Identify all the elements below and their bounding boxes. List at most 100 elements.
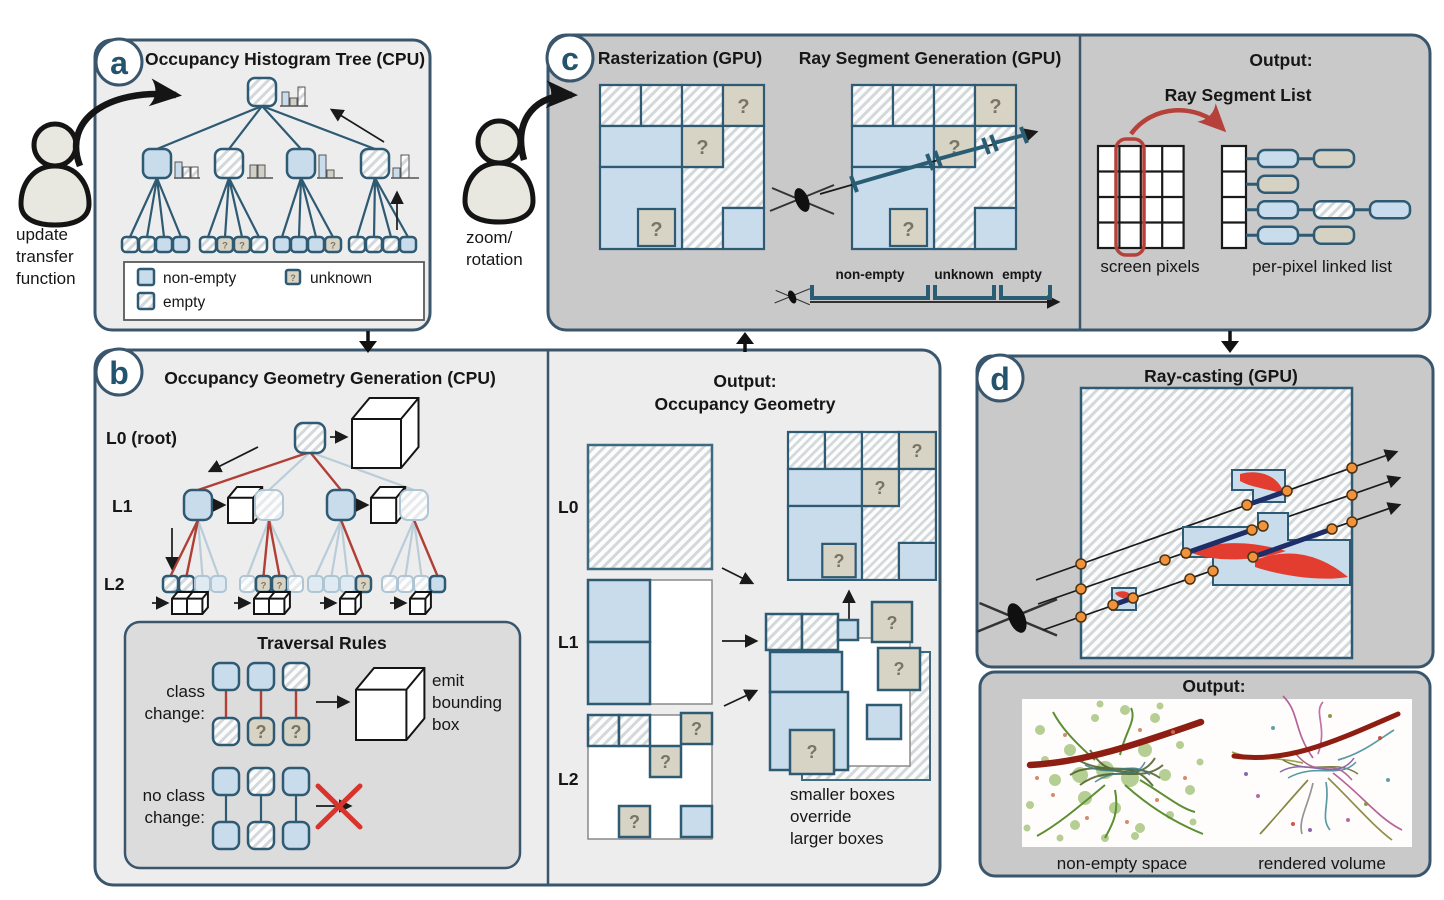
level-l0-label: L0 (root): [106, 428, 177, 448]
level-l2-label: L2: [104, 574, 125, 594]
screen-pixels-grid: [1096, 137, 1185, 257]
unknown-mark: ?: [239, 241, 245, 252]
emit-cube: [355, 667, 426, 741]
panel-a-box: [93, 38, 432, 332]
unknown-mark: ?: [912, 441, 923, 461]
person-a-caption-1: update: [16, 225, 68, 244]
legend-label-non-empty: non-empty: [163, 270, 236, 287]
out-l2-label: L2: [558, 769, 579, 789]
output-geom-title-2: Occupancy Geometry: [655, 394, 836, 414]
traversal-rules: Traversal Rules class change: ? ? emit b…: [123, 620, 522, 870]
unknown-mark: ?: [989, 96, 1001, 118]
output-c-title: Output:: [1249, 50, 1312, 70]
l1-node: [399, 489, 429, 521]
histogram-tree: ? ? ?: [120, 76, 419, 254]
panel-d-badge: [975, 353, 1025, 403]
sample-points: [1075, 462, 1358, 623]
unknown-mark: ?: [277, 581, 283, 592]
unknown-mark: ?: [887, 613, 898, 633]
raster-title: Rasterization (GPU): [598, 48, 762, 68]
bracket-non-empty: [810, 285, 930, 300]
unknown-mark: ?: [691, 719, 702, 739]
l1-node: [325, 488, 357, 522]
l1-node: [182, 488, 214, 522]
panel-a-title: Occupancy Histogram Tree (CPU): [145, 49, 425, 69]
arrow-geom-to-c: [736, 332, 754, 344]
arrow-a-to-b: [359, 341, 377, 353]
no-class-change-label-1: no class: [143, 786, 205, 805]
child-histograms: [174, 154, 419, 179]
panel-b-title: Occupancy Geometry Generation (CPU): [164, 368, 496, 388]
panel-d-badge-letter: d: [990, 361, 1010, 397]
unknown-mark: ?: [261, 581, 267, 592]
note-line-1: smaller boxes: [790, 785, 895, 804]
panel-b-badge-letter: b: [109, 355, 129, 391]
user-update-tf: update transfer function: [16, 78, 182, 288]
stacked-boxes: ? ? ?: [764, 600, 931, 781]
panel-d: d Ray-casting (GPU) Output:: [975, 353, 1435, 878]
arrow-c-to-d: [1221, 341, 1239, 353]
unknown-mark: ?: [875, 478, 886, 498]
axis-label-non-empty: non-empty: [836, 267, 905, 282]
root-histogram: [280, 86, 308, 107]
zoom-arrow: [517, 80, 578, 161]
user-zoom-rotation: zoom/ rotation: [465, 80, 578, 269]
child-node: [359, 147, 391, 180]
unknown-mark: ?: [222, 241, 228, 252]
panel-c-badge-letter: c: [561, 41, 579, 77]
b-root-node: [293, 421, 327, 455]
linked-list-column: [1220, 144, 1248, 250]
rendered-volume-image: [1231, 695, 1403, 841]
unknown-mark: ?: [737, 96, 749, 118]
unknown-mark: ?: [650, 219, 662, 241]
emit-label-1: emit: [432, 671, 464, 690]
output-ray-segment-list: Output: Ray Segment List screen pixels p…: [1096, 50, 1412, 276]
unknown-mark: ?: [330, 241, 336, 252]
axis-label-empty: empty: [1002, 267, 1042, 282]
main-dendrite: [1231, 711, 1401, 761]
output-d-title: Output:: [1182, 676, 1245, 696]
class-change-label-1: class: [166, 682, 205, 701]
person-c-caption-1: zoom/: [466, 228, 513, 247]
child-node: [141, 147, 173, 180]
linked-list-label: per-pixel linked list: [1252, 257, 1392, 276]
ray-casting-scene: [975, 386, 1402, 660]
per-pixel-linked-list: [1246, 148, 1412, 245]
panel-d-title: Ray-casting (GPU): [1144, 366, 1298, 386]
non-empty-space-image: [1023, 700, 1205, 842]
panel-b-badge: [94, 347, 144, 397]
legend-label-unknown: unknown: [310, 270, 372, 287]
unknown-mark: ?: [902, 219, 914, 241]
child-node: [213, 147, 245, 180]
update-arrow: [72, 78, 182, 168]
l1-node: [254, 489, 284, 521]
note-line-2: override: [790, 807, 851, 826]
panel-a-badge-letter: a: [110, 45, 128, 81]
ray-segments: [1110, 488, 1335, 608]
geometry-tree: L0 (root) L1 L2 ? ? ?: [104, 397, 447, 615]
level-l1-label: L1: [112, 496, 133, 516]
unknown-mark: ?: [256, 722, 267, 742]
root-node: [246, 76, 278, 108]
list-arrow: [1129, 103, 1227, 136]
output-geom-title-1: Output:: [713, 371, 776, 391]
highlighted-pixel-column: [1114, 137, 1146, 257]
person-a-caption-3: function: [16, 269, 76, 288]
emit-label-3: box: [432, 715, 460, 734]
unknown-mark: ?: [629, 812, 640, 832]
caption-rendered-volume: rendered volume: [1258, 854, 1386, 873]
traversal-rules-box: [123, 620, 522, 870]
unknown-mark: ?: [361, 581, 367, 592]
screen-pixels-label: screen pixels: [1100, 257, 1199, 276]
legend-swatch-non-empty: [136, 267, 156, 287]
legend-label-empty: empty: [163, 294, 205, 311]
panel-b: b Occupancy Geometry Generation (CPU) L0…: [93, 347, 942, 887]
main-dendrite: [1026, 718, 1205, 769]
person-c-caption-2: rotation: [466, 250, 523, 269]
ray-span-brackets: [849, 126, 1029, 193]
note-line-3: larger boxes: [790, 829, 884, 848]
emitted-cubes: [152, 591, 432, 615]
unknown-mark: ?: [290, 273, 296, 283]
